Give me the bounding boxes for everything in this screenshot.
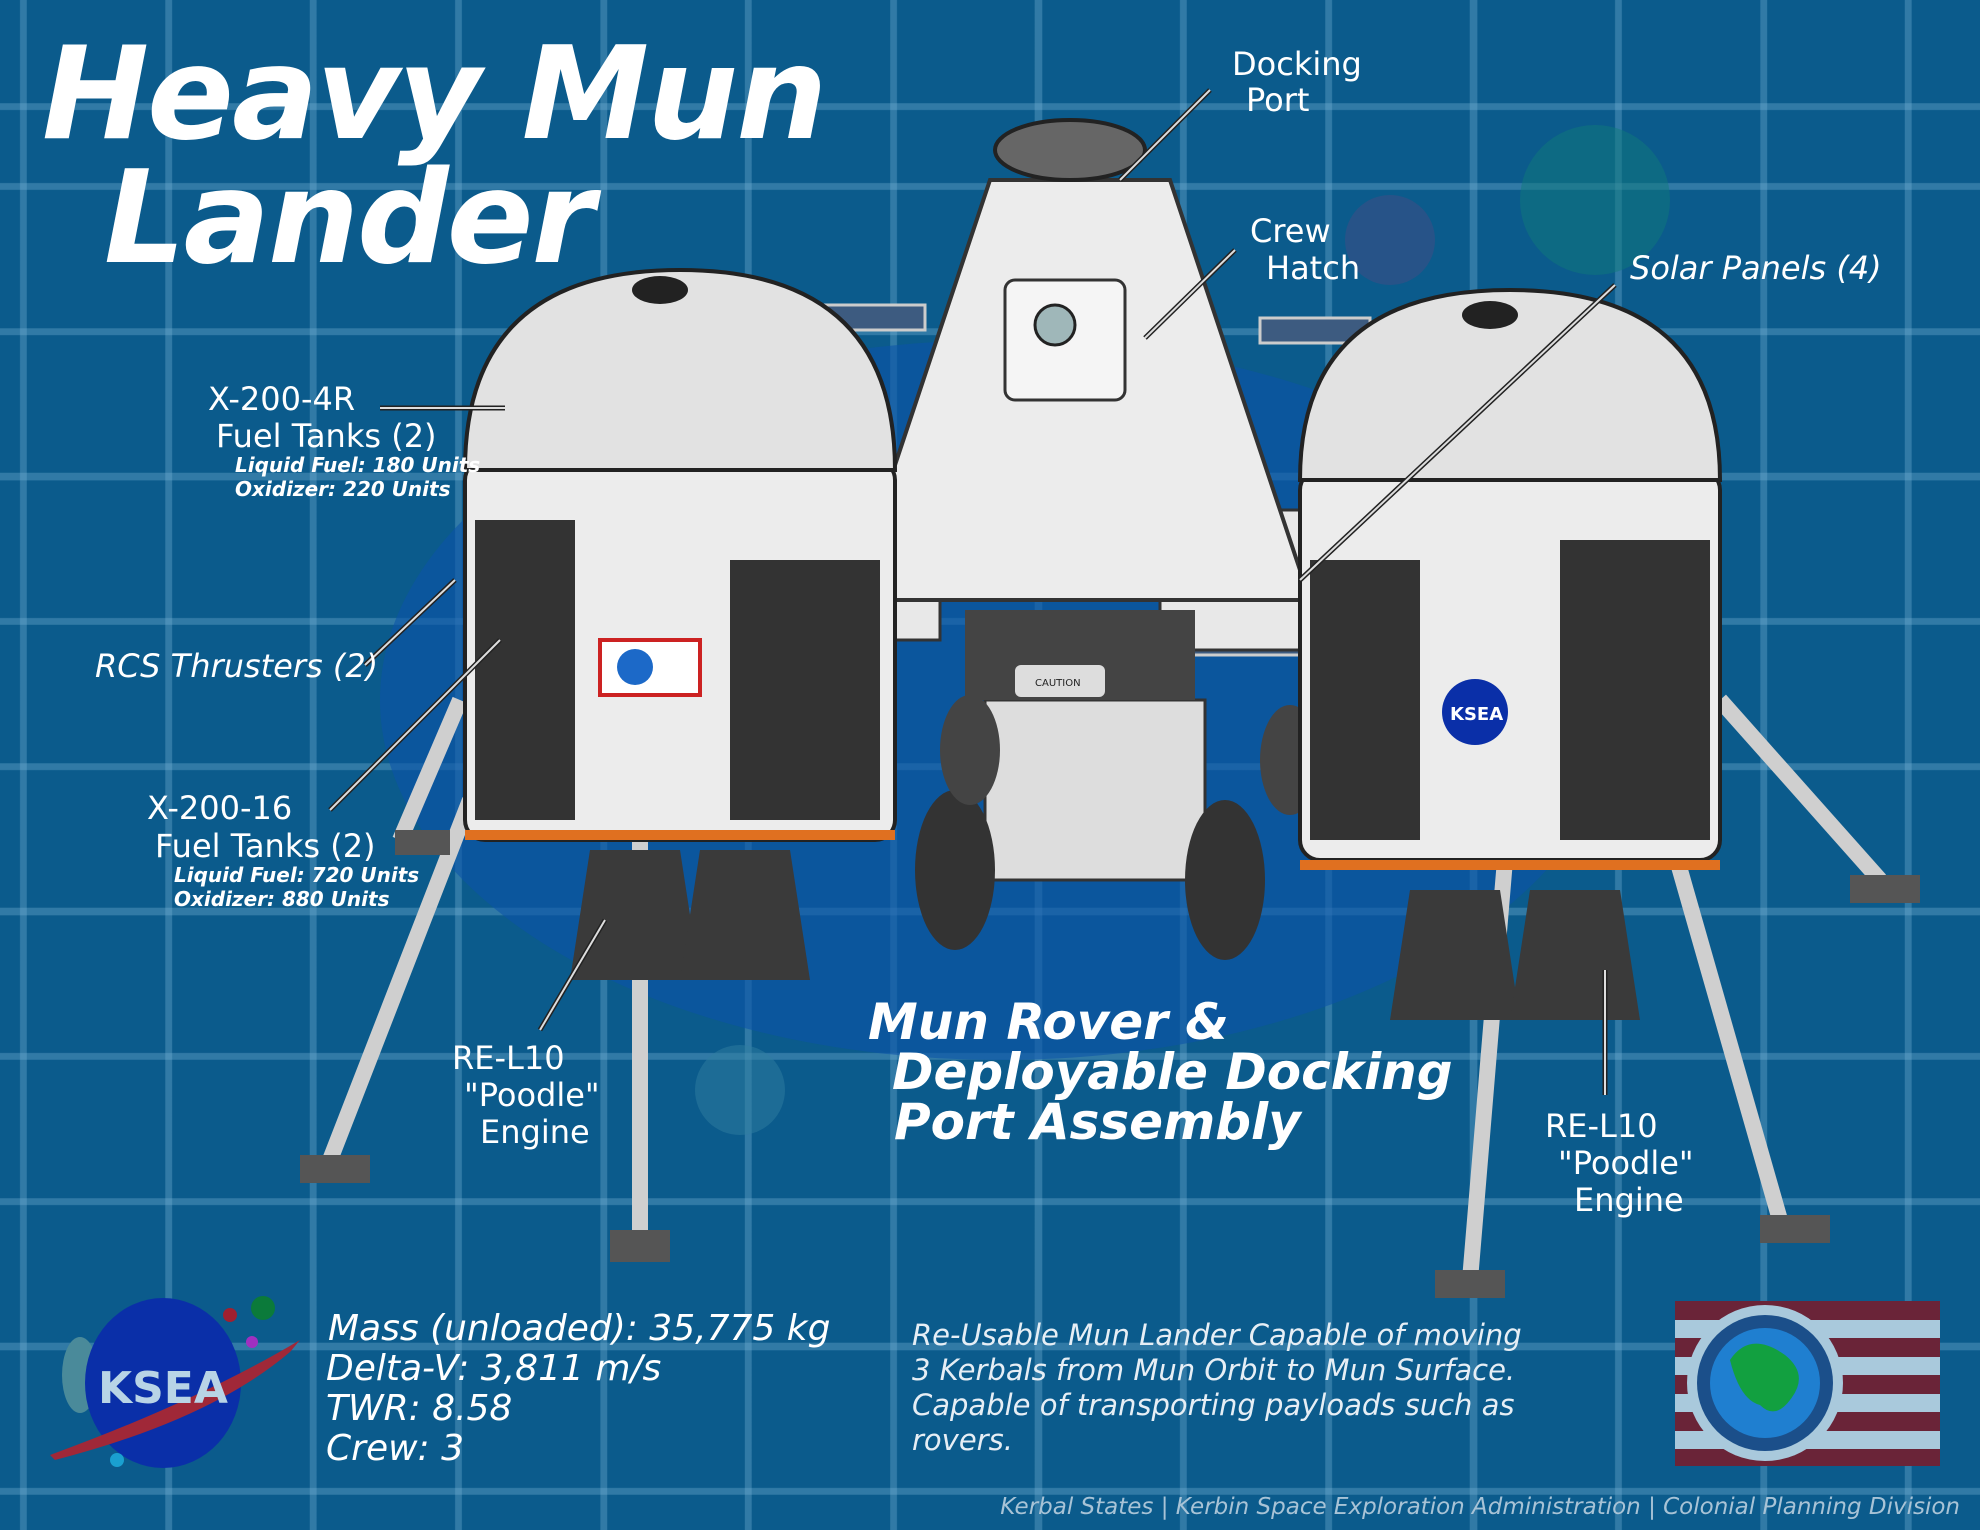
title-line-1: Heavy Mun (42, 20, 827, 169)
caution-label: CAUTION (1035, 678, 1081, 689)
title-line-2: Lander (104, 144, 595, 293)
leg-feet (300, 830, 1920, 1298)
bg-planet (1345, 195, 1435, 285)
footer-credit: Kerbal States | Kerbin Space Exploration… (1000, 1494, 1960, 1520)
stat-crew: Crew: 3 (326, 1428, 465, 1469)
rover-label-3: Port Assembly (894, 1093, 1301, 1151)
fuel-tank-right: KSEA (1297, 287, 1723, 870)
tank-16-sub: Fuel Tanks (2) (155, 827, 376, 865)
ksea-logo (50, 1296, 300, 1468)
engine-left-label-1: RE-L10 (452, 1039, 565, 1077)
solar-panels-label: Solar Panels (4) (1630, 249, 1882, 287)
rover-label-2: Deployable Docking (892, 1043, 1453, 1101)
crew-capsule: CAUTION (847, 118, 1313, 700)
tank-16-name: X-200-16 (147, 789, 293, 827)
crew-hatch-label-2: Hatch (1266, 249, 1361, 287)
stat-delta-v: Delta-V: 3,811 m/s (326, 1348, 662, 1389)
engine-right-label-1: RE-L10 (1545, 1107, 1658, 1145)
description-line-1: Re-Usable Mun Lander Capable of moving (912, 1318, 1522, 1352)
stat-mass: Mass (unloaded): 35,775 kg (328, 1308, 831, 1349)
description-line-3: Capable of transporting payloads such as (912, 1388, 1515, 1422)
tank-4r-sub: Fuel Tanks (2) (216, 417, 437, 455)
engine-left-label-3: Engine (480, 1113, 590, 1151)
tank-16-fuel: Liquid Fuel: 720 Units (174, 863, 420, 887)
engine-right-label-2: "Poodle" (1558, 1144, 1694, 1182)
description-line-2: 3 Kerbals from Mun Orbit to Mun Surface. (912, 1353, 1516, 1387)
engine-left-label-2: "Poodle" (464, 1076, 600, 1114)
rover-label-1: Mun Rover & (868, 993, 1229, 1051)
bg-planet (695, 1045, 785, 1135)
tank-4r-oxidizer: Oxidizer: 220 Units (235, 477, 451, 501)
rcs-label: RCS Thrusters (2) (95, 647, 379, 685)
tank-emblem-text: KSEA (1450, 704, 1503, 725)
crew-hatch-label-1: Crew (1250, 212, 1331, 250)
bg-planet (1520, 125, 1670, 275)
ksea-logo-text: KSEA (98, 1363, 228, 1414)
tank-4r-fuel: Liquid Fuel: 180 Units (235, 453, 481, 477)
tank-16-oxidizer: Oxidizer: 880 Units (174, 887, 390, 911)
stat-twr: TWR: 8.58 (326, 1388, 513, 1429)
description-line-4: rovers. (912, 1423, 1013, 1457)
engine-right-label-3: Engine (1574, 1181, 1684, 1219)
docking-port-label-2: Port (1246, 81, 1310, 119)
fuel-tank-left (462, 267, 898, 842)
tank-4r-name: X-200-4R (208, 380, 356, 418)
kerbal-states-flag (1675, 1301, 1940, 1466)
docking-port-label-1: Docking (1232, 45, 1362, 83)
